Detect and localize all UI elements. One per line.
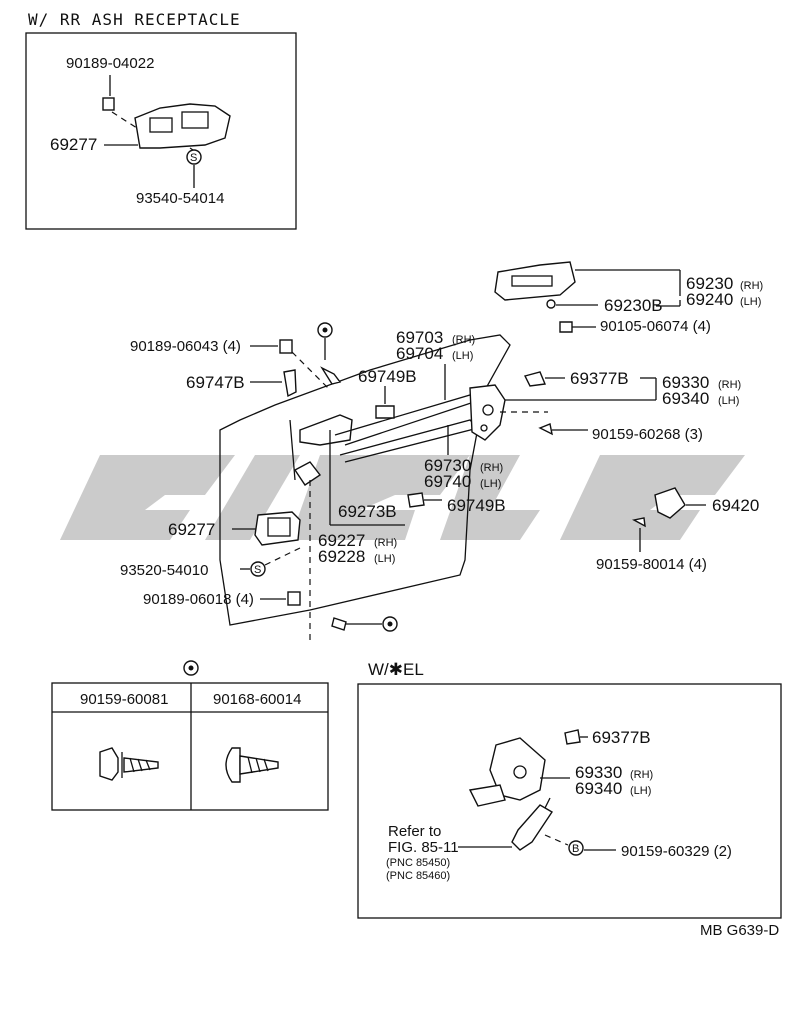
watermark-logo xyxy=(60,455,745,540)
label-90189-04022: 90189-04022 xyxy=(66,55,154,72)
inset-el-title: W/✱EL xyxy=(368,660,424,679)
footer-code: MB G639-D xyxy=(700,922,779,939)
el-lock-part xyxy=(489,737,546,801)
inset-ash-title: W/ RR ASH RECEPTACLE xyxy=(28,10,241,29)
fastener-col1-label: 90159-60081 xyxy=(80,691,168,708)
label-69749b-bottom: 69749B xyxy=(447,496,506,515)
label-69747b: 69747B xyxy=(186,373,245,392)
svg-text:(RH): (RH) xyxy=(374,537,397,549)
fig-ref-text: FIG. 85-11 xyxy=(388,839,459,856)
label-69749b-top: 69749B xyxy=(358,367,417,386)
label-69240: 69240 xyxy=(686,290,733,309)
inset-label-90159-60329: 90159-60329 (2) xyxy=(621,843,732,860)
svg-text:(LH): (LH) xyxy=(480,478,501,490)
label-69730: 69730 xyxy=(424,456,471,475)
outside-handle-part xyxy=(494,261,576,301)
clip-part xyxy=(102,97,115,111)
label-69230: 69230 xyxy=(686,274,733,293)
label-69420: 69420 xyxy=(712,496,759,515)
door-lock-part xyxy=(469,384,506,441)
label-69273b: 69273B xyxy=(338,502,397,521)
inside-linkage-part xyxy=(299,414,353,446)
svg-text:(LH): (LH) xyxy=(740,296,761,308)
label-90159-60268: 90159-60268 (3) xyxy=(592,426,703,443)
svg-text:S: S xyxy=(190,152,197,164)
label-90189-06043: 90189-06043 (4) xyxy=(130,338,241,355)
inside-handle-part xyxy=(254,511,301,546)
svg-text:(RH): (RH) xyxy=(452,334,475,346)
screw-s-mark xyxy=(186,149,202,165)
fastener-col2-label: 90168-60014 xyxy=(213,691,301,708)
label-69230b: 69230B xyxy=(604,296,663,315)
svg-text:(RH): (RH) xyxy=(480,462,503,474)
svg-text:(PNC 85450): (PNC 85450) xyxy=(386,857,450,869)
label-90105-06074: 90105-06074 (4) xyxy=(600,318,711,335)
svg-text:(RH): (RH) xyxy=(630,769,653,781)
svg-text:(PNC 85460): (PNC 85460) xyxy=(386,870,450,882)
svg-text:(LH): (LH) xyxy=(374,553,395,565)
inset-label-69330: 69330 xyxy=(575,763,622,782)
svg-text:B: B xyxy=(572,843,579,855)
label-69277: 69277 xyxy=(168,520,215,539)
label-69703: 69703 xyxy=(396,328,443,347)
inset-label-69340: 69340 xyxy=(575,779,622,798)
svg-text:(RH): (RH) xyxy=(740,280,763,292)
label-90159-80014: 90159-80014 (4) xyxy=(596,556,707,573)
svg-text:(LH): (LH) xyxy=(718,395,739,407)
lock-knob-part xyxy=(283,369,297,398)
door-assembly: 69230 (RH) 69240 (LH) 69230B 90105-06074… xyxy=(120,261,763,640)
refer-to-text: Refer to xyxy=(388,823,441,840)
label-69377b: 69377B xyxy=(570,369,629,388)
inset-ash-receptacle: W/ RR ASH RECEPTACLE 90189-04022 69277 S… xyxy=(25,10,297,230)
striker-part xyxy=(654,487,686,519)
svg-text:S: S xyxy=(254,564,261,576)
pan-screw-icon xyxy=(225,747,279,783)
label-93520-54010: 93520-54010 xyxy=(120,562,208,579)
label-69227: 69227 xyxy=(318,531,365,550)
label-69740: 69740 xyxy=(424,472,471,491)
hex-screw-icon xyxy=(99,747,159,781)
label-90189-06018: 90189-06018 (4) xyxy=(143,591,254,608)
actuator-part xyxy=(511,804,553,851)
svg-text:(LH): (LH) xyxy=(630,785,651,797)
label-69330: 69330 xyxy=(662,373,709,392)
fastener-table: 90159-60081 90168-60014 xyxy=(51,660,329,811)
label-93540-54014: 93540-54014 xyxy=(136,190,224,207)
svg-text:(RH): (RH) xyxy=(718,379,741,391)
inset-label-69377b: 69377B xyxy=(592,728,651,747)
inset-ash-frame xyxy=(25,32,297,230)
label-69340: 69340 xyxy=(662,389,709,408)
inset-el: W/✱EL 69377B 69330 (RH) 69340 (LH) Refer… xyxy=(357,660,782,919)
svg-text:(LH): (LH) xyxy=(452,350,473,362)
label-69277-inset: 69277 xyxy=(50,135,97,154)
label-69704: 69704 xyxy=(396,344,443,363)
label-69228: 69228 xyxy=(318,547,365,566)
